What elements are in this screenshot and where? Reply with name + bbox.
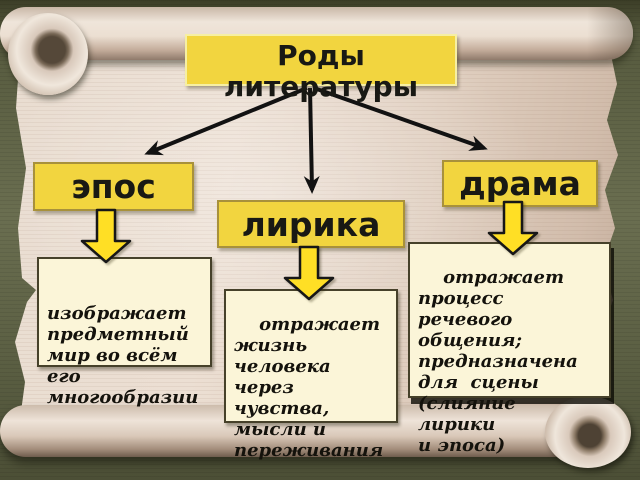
desc-epos-text: изображает предметный мир во всём его мн… — [47, 303, 199, 408]
node-lirika-label: лирика — [241, 204, 381, 244]
parchment-top-curl — [8, 13, 88, 95]
down-arrow-icon-drama — [487, 200, 539, 256]
desc-lirika: отражает жизнь человека через чувства, м… — [224, 289, 398, 461]
node-drama-label: драма — [459, 164, 581, 203]
node-drama: драма — [442, 160, 598, 207]
title-box: Роды литературы — [185, 34, 457, 102]
desc-epos: изображает предметный мир во всём его мн… — [37, 257, 212, 408]
down-arrow-icon-epos — [80, 208, 132, 264]
node-epos: эпос — [33, 162, 194, 211]
title-text: Роды литературы — [223, 39, 419, 103]
node-epos-label: эпос — [71, 167, 156, 206]
desc-drama: отражает процесс речевого общения; предн… — [408, 242, 611, 456]
down-arrow-icon-lirika — [283, 245, 335, 301]
desc-lirika-text: отражает жизнь человека через чувства, м… — [234, 314, 384, 461]
desc-drama-text: отражает процесс речевого общения; предн… — [418, 267, 578, 456]
parchment-bottom-curl — [545, 396, 631, 468]
node-lirika: лирика — [217, 200, 405, 248]
